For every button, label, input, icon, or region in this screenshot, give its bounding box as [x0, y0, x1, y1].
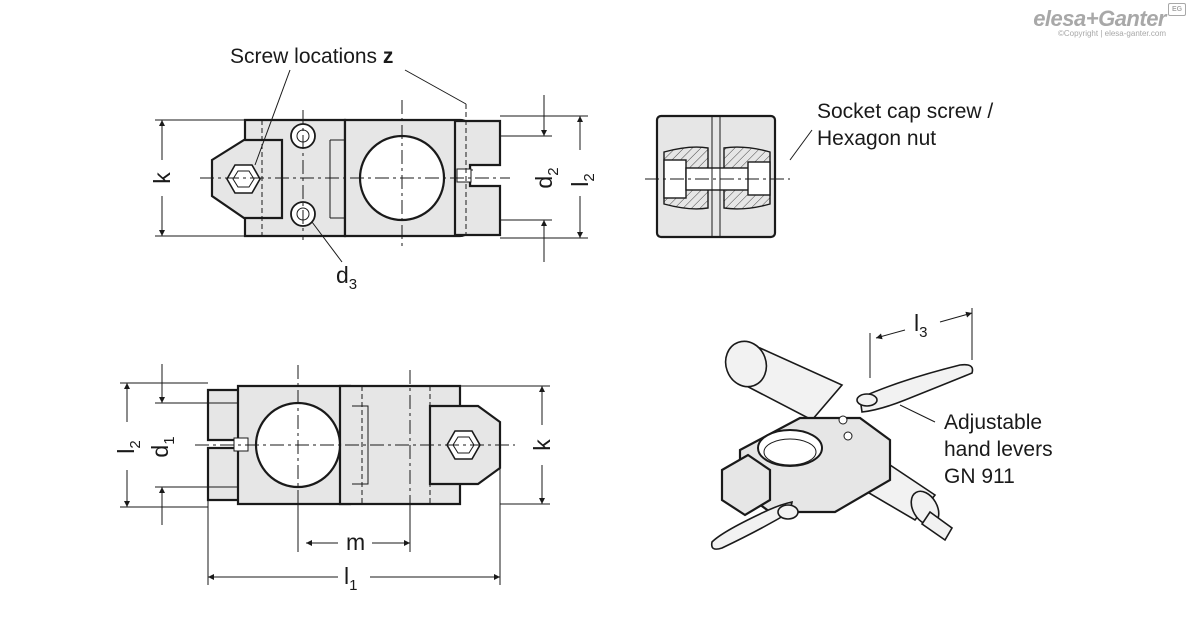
label-hand-levers: hand levers: [944, 438, 1053, 461]
dim-label-d1: d1: [147, 436, 178, 457]
leader-screw-locations-1: [254, 69, 291, 166]
label-adjustable: Adjustable: [944, 411, 1042, 434]
leader-d3: [311, 221, 343, 263]
dim-label-d2: d2: [531, 167, 562, 188]
dim-label-k-front: k: [529, 439, 555, 451]
front-view: [120, 364, 550, 585]
leader-hand-levers: [899, 404, 936, 423]
iso-upper-tube-end: [724, 340, 768, 388]
dim-label-l2-front: l2: [113, 440, 144, 453]
label-gn911: GN 911: [944, 465, 1015, 488]
iso-dim-l3-right: [939, 311, 973, 323]
dim-label-d3: d3: [336, 262, 357, 293]
iso-lever-bottom: [710, 500, 794, 550]
iso-clamp-bore: [757, 429, 823, 467]
top-view-hex-inner: [232, 170, 255, 188]
dim-label-m: m: [346, 529, 365, 555]
isometric-view: [710, 308, 974, 550]
top-view: [155, 69, 588, 263]
iso-lever-top: [859, 363, 974, 413]
iso-clamp-bore-inner: [763, 438, 817, 466]
iso-lower-shaft: [920, 510, 954, 542]
iso-lever-top-knob: [856, 393, 878, 407]
brand-name: elesa+Ganter: [1033, 6, 1166, 31]
iso-side-block: [720, 453, 772, 517]
leader-screw-locations-2: [404, 69, 467, 105]
front-view-step-lines: [352, 405, 369, 485]
brand-badge: EG: [1168, 3, 1186, 16]
dim-label-l3: l3: [914, 310, 927, 341]
label-hexagon-nut: Hexagon nut: [817, 127, 936, 150]
leader-socket-cap: [789, 129, 813, 161]
iso-lever-bottom-knob: [777, 504, 799, 520]
top-view-slit-screw: [456, 168, 472, 183]
dim-label-l2-top: l2: [567, 173, 598, 186]
top-view-step-lines: [329, 139, 345, 219]
iso-screw-2: [843, 431, 853, 441]
section-view: [645, 114, 813, 239]
label-socket-cap-screw: Socket cap screw /: [817, 100, 993, 123]
brand-logo: elesa+Ganter ©Copyright | elesa-ganter.c…: [1033, 6, 1166, 38]
iso-screw-1: [838, 415, 848, 425]
dim-label-k-top: k: [149, 172, 175, 184]
iso-dim-l3-left: [875, 329, 906, 340]
dim-label-l1: l1: [344, 563, 357, 594]
brand-copyright: ©Copyright | elesa-ganter.com: [1057, 29, 1166, 38]
label-screw-locations: Screw locations z: [230, 45, 393, 68]
top-view-hex-nut: [226, 164, 261, 194]
